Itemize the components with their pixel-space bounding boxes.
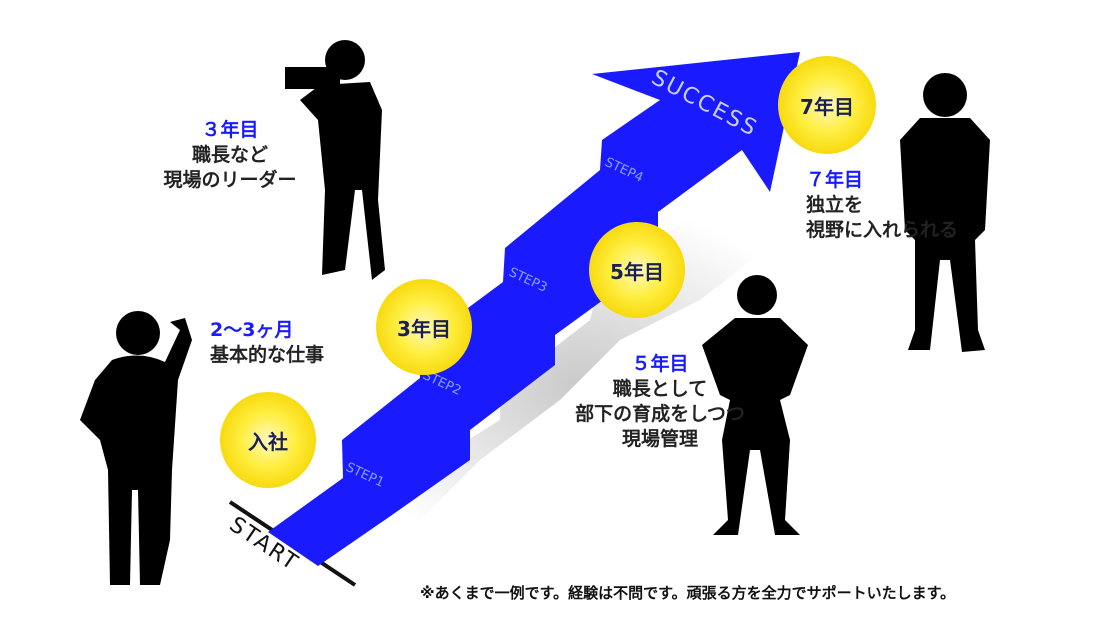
- caption-line: 基本的な仕事: [210, 344, 325, 366]
- caption-year7: ７年目 独立を 視野に入れられる: [806, 168, 958, 243]
- caption-line: 職長など: [191, 144, 268, 166]
- milestone-badge-year7: 7年目: [778, 56, 876, 154]
- badge-label: 3年目: [397, 316, 451, 341]
- badge-label: 5年目: [610, 259, 664, 284]
- worker-silhouette-arms-crossed: [900, 73, 990, 352]
- caption-line: 現場管理: [621, 428, 698, 450]
- caption-year: ３年目: [201, 119, 259, 141]
- caption-year: ５年目: [631, 353, 689, 375]
- worker-silhouette-hands-on-hips: [702, 275, 808, 535]
- milestone-badge-year3: 3年目: [376, 279, 472, 375]
- caption-year: 2〜3ヶ月: [210, 319, 294, 341]
- staircase-arrow: [268, 52, 800, 566]
- badge-label: 入社: [248, 429, 288, 454]
- caption-year3: ３年目 職長など 現場のリーダー: [140, 118, 320, 193]
- arrow-shadow: [330, 200, 830, 570]
- milestone-badge-year5: 5年目: [589, 222, 685, 318]
- caption-months: 2〜3ヶ月 基本的な仕事: [210, 318, 324, 368]
- worker-silhouette-fist: [80, 311, 192, 585]
- caption-year5: ５年目 職長として 部下の育成をしつつ 現場管理: [540, 352, 780, 452]
- badge-label: 7年目: [800, 94, 854, 119]
- caption-line: 現場のリーダー: [163, 169, 297, 191]
- caption-line: 部下の育成をしつつ: [575, 403, 745, 425]
- disclaimer-note: ※あくまで一例です。経験は不問です。頑張る方を全力でサポートいたします。: [420, 584, 956, 602]
- milestone-badge-join: 入社: [220, 392, 316, 488]
- caption-line: 職長として: [612, 378, 708, 400]
- caption-year: ７年目: [806, 169, 864, 191]
- caption-line: 視野に入れられる: [806, 219, 959, 241]
- worker-silhouette-carrying: [285, 40, 385, 280]
- caption-line: 独立を: [806, 194, 864, 216]
